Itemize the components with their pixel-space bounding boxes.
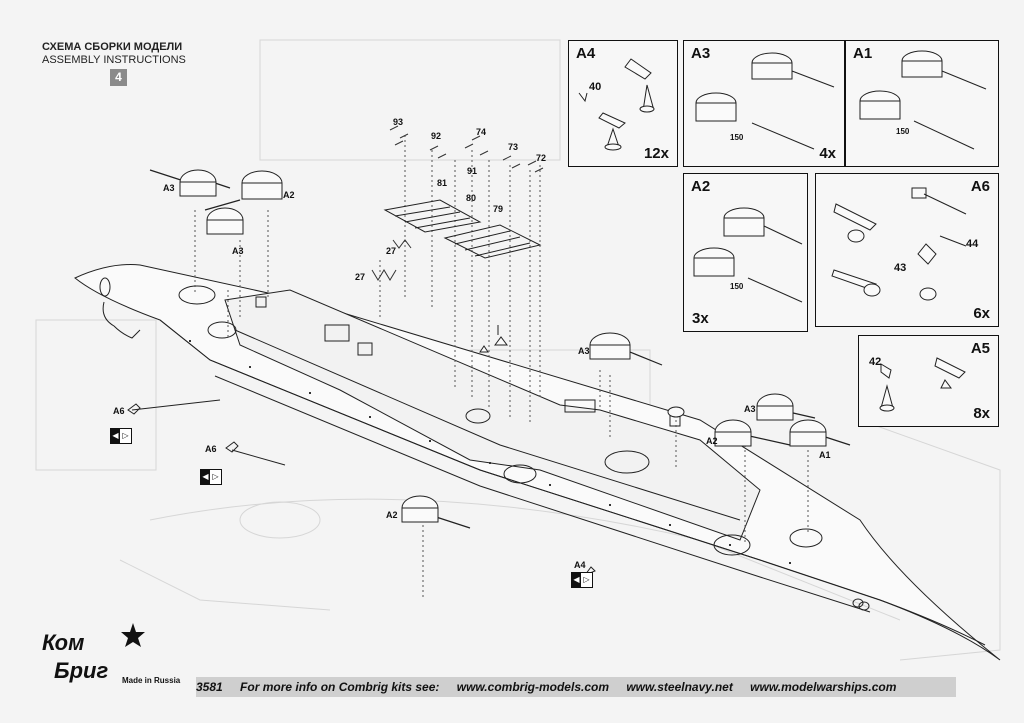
subassembly-box-a5: A5 42 8x: [858, 335, 999, 427]
callout-turret-a3-aft: A3: [744, 404, 756, 414]
yard-grid-aft: [443, 224, 542, 259]
logo-line-2: Бриг: [54, 658, 109, 683]
callout-turret-a2-side: A2: [386, 510, 398, 520]
subassembly-a5-qty: 8x: [973, 405, 990, 422]
subassembly-a4-part-40: 40: [589, 81, 602, 93]
callout-mount-a6-side: A6: [205, 444, 217, 454]
part-number-81: 81: [437, 178, 448, 188]
subassembly-a2-drawing: [693, 207, 803, 303]
part-number-80: 80: [466, 193, 477, 203]
part-number-72: 72: [536, 153, 547, 163]
part-number-79: 79: [493, 204, 504, 214]
callout-turret-a1-aft: A1: [819, 450, 831, 460]
subassembly-a3-code: A3: [691, 45, 711, 62]
part-number-74: 74: [476, 127, 487, 137]
subassembly-a1-code: A1: [853, 45, 873, 62]
callout-turret-a3-mid: A3: [578, 346, 590, 356]
subassembly-a1-part-150: 150: [896, 127, 910, 136]
combrig-logo: Ком Бриг Made in Russia: [40, 623, 190, 688]
bow-ram: [102, 301, 141, 339]
subassembly-a2-part-150: 150: [730, 282, 744, 291]
footer-site-combrig[interactable]: www.combrig-models.com: [456, 680, 609, 694]
superstructure-deck: [224, 289, 761, 541]
subassembly-a5-drawing: [879, 357, 966, 412]
logo-line-1: Ком: [42, 630, 85, 655]
hawse-hole: [99, 277, 111, 297]
barbette-mid: [503, 464, 537, 484]
subassembly-a2-qty: 3x: [692, 310, 709, 327]
sheet-header: СХЕМА СБОРКИ МОДЕЛИ ASSEMBLY INSTRUCTION…: [42, 41, 186, 67]
subassembly-box-a1: A1 150: [845, 40, 999, 167]
subassembly-a3-part-150: 150: [730, 133, 744, 142]
callout-turret-a3-fore-2: A3: [232, 246, 244, 256]
made-in-russia: Made in Russia: [122, 676, 181, 685]
subassembly-box-a6: A6 44 43 6x: [815, 173, 999, 327]
subassembly-a4-qty: 12x: [643, 145, 669, 162]
part-number-92: 92: [431, 131, 442, 141]
subassembly-a4-code: A4: [576, 45, 596, 62]
subassembly-a1-drawing: [859, 50, 987, 150]
title-russian: СХЕМА СБОРКИ МОДЕЛИ: [42, 41, 183, 53]
callout-mount-a4: A4: [574, 560, 586, 570]
footer-site-modelwarships[interactable]: www.modelwarships.com: [750, 680, 897, 694]
subassembly-a6-drawing: [831, 187, 967, 301]
callout-turret-a2-fore: A2: [283, 190, 295, 200]
part-number-73: 73: [508, 142, 519, 152]
part-number-27-b: 27: [355, 272, 366, 282]
barbette-fore-2: [207, 321, 237, 339]
title-english: ASSEMBLY INSTRUCTIONS: [42, 54, 186, 66]
footer-site-steelnavy[interactable]: www.steelnavy.net: [626, 680, 733, 694]
subassembly-a6-code: A6: [970, 178, 990, 195]
subassembly-box-a4: A4 40 12x: [568, 40, 678, 167]
subassembly-a6-part-44: 44: [966, 238, 979, 250]
callout-turret-a3-fore: A3: [163, 183, 175, 193]
star-icon: [121, 623, 145, 647]
subassembly-box-a2: A2 150 3x: [683, 173, 808, 332]
part-number-93: 93: [393, 117, 404, 127]
footer-bar: [196, 677, 956, 697]
orientation-badge-a6-side: ◀▷: [200, 469, 222, 485]
footer-text: 3581 For more info on Combrig kits see: …: [196, 680, 910, 694]
hatch: [604, 450, 650, 474]
subassembly-a2-code: A2: [691, 178, 711, 195]
hull-side: [159, 319, 986, 646]
part-number-27-a: 27: [386, 246, 397, 256]
orientation-badge-a4: ◀▷: [571, 572, 593, 588]
kit-code: 3581: [196, 680, 223, 694]
subassembly-a4-drawing: [578, 58, 655, 151]
subassembly-a3-drawing: [695, 52, 835, 150]
subassembly-box-a3: A3 150 4x: [683, 40, 845, 167]
subassembly-a5-code: A5: [970, 340, 990, 357]
step-number: 4: [110, 69, 127, 86]
subassembly-a6-qty: 6x: [973, 305, 990, 322]
yard-grid-fore: [383, 199, 482, 233]
part-number-91: 91: [467, 166, 478, 176]
orientation-badge-a6-fwd: ◀▷: [110, 428, 132, 444]
footer-info: For more info on Combrig kits see:: [240, 680, 440, 694]
barbette-aft-2: [789, 528, 823, 548]
subassembly-a6-part-43: 43: [894, 262, 907, 274]
callout-mount-a6-fwd: A6: [113, 406, 125, 416]
barbette-fore: [178, 285, 216, 305]
barbette-aft: [713, 534, 751, 556]
subassembly-a3-qty: 4x: [819, 145, 836, 162]
callout-turret-a2-aft: A2: [706, 436, 718, 446]
subassembly-a5-part-42: 42: [869, 356, 882, 368]
